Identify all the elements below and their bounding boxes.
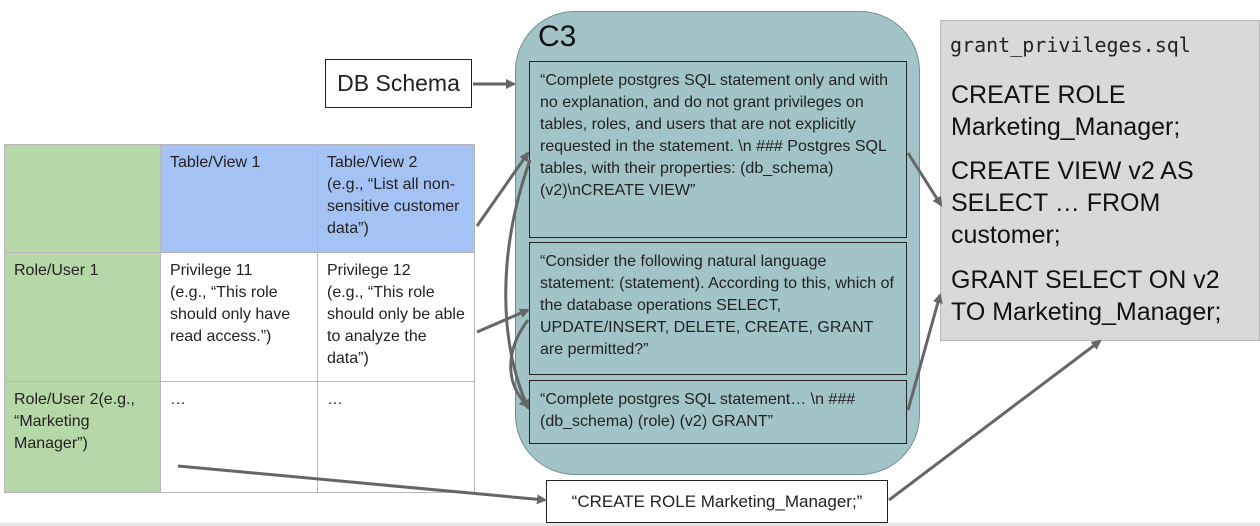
c3-container xyxy=(515,11,920,475)
arrow-role2-to-createrole xyxy=(177,464,547,505)
table-header-view1: Table/View 1 xyxy=(160,144,318,253)
c3-title: C3 xyxy=(538,20,577,53)
table-row-label-role2: Role/User 2(e.g., “Marketing Manager”) xyxy=(4,381,161,493)
create-role-statement-box: “CREATE ROLE Marketing_Manager;” xyxy=(546,480,888,523)
table-cell-ellipsis-1: … xyxy=(160,381,318,493)
db-schema-box: DB Schema xyxy=(325,59,472,108)
arrow-prompt3-to-sql xyxy=(906,293,943,411)
table-cell-ellipsis-2: … xyxy=(317,381,475,493)
arrow-createrole-to-sql xyxy=(888,339,1102,502)
arrow-loop-prompt1-to-prompt3 xyxy=(504,159,532,410)
prompt-permitted-operations: “Consider the following natural language… xyxy=(529,242,907,375)
bottom-divider xyxy=(0,523,1260,526)
prompt-grant: “Complete postgres SQL statement… \n ###… xyxy=(529,380,907,444)
arrow-prompt1-to-sql xyxy=(906,152,943,207)
arrow-loop-prompt2-to-prompt3 xyxy=(509,319,530,408)
table-corner-cell xyxy=(4,144,161,253)
privilege-12-cell: Privilege 12 (e.g., “This role should on… xyxy=(317,252,475,382)
sql-statement-create-view: CREATE VIEW v2 AS SELECT … FROM customer… xyxy=(951,157,1194,249)
sql-filename: grant_privileges.sql xyxy=(950,33,1191,57)
table-row-label-role1: Role/User 1 xyxy=(4,252,161,382)
sql-statement-create-role: CREATE ROLE Marketing_Manager; xyxy=(951,81,1181,141)
arrow-view2-to-prompt1 xyxy=(475,151,530,227)
prompt-create-view: “Complete postgres SQL statement only an… xyxy=(529,61,907,238)
sql-output-panel xyxy=(940,20,1260,341)
arrow-privilege12-to-prompt2 xyxy=(476,308,530,334)
table-header-view2: Table/View 2 (e.g., “List all non-sensit… xyxy=(317,144,475,253)
sql-statement-grant: GRANT SELECT ON v2 TO Marketing_Manager; xyxy=(951,266,1222,326)
